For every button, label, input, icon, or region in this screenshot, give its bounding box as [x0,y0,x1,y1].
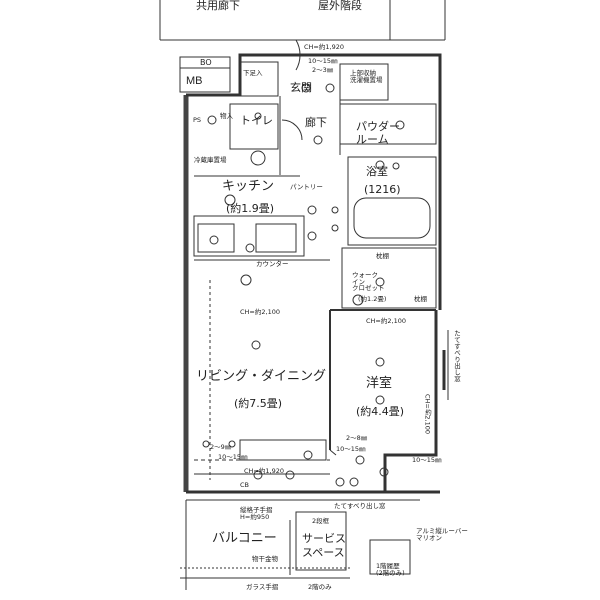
bathroom [347,156,437,246]
cb-label: CB [240,481,249,489]
outer-wall-top [186,53,442,310]
bath-label: 浴室 [366,165,388,178]
common-corridor-label: 共用廊下 [196,0,240,12]
ch-w-note: CH=約2,100 [366,317,406,325]
walk-in-label: ウォーク イン クロゼット [352,271,385,292]
powder-room [339,103,437,145]
w-step-note: 2～8㎜ [346,434,368,442]
ch-bottom-note: CH=約1,920 [244,467,284,475]
ld-step-note-2: 10～15㎜ [218,453,248,461]
service-space [295,511,347,571]
louver-note: アルミ縦ルーバー マリオン [416,527,468,542]
ch-ld-note: CH=約2,100 [240,308,280,316]
ld-window-step [239,439,327,461]
shelf-label-2: 枕棚 [414,295,427,303]
service-space-label: サービス スペース [302,532,346,559]
ps-label: PS [193,116,202,124]
living-label: リビング・ダイニング [196,369,327,384]
ch-w-note-2: CH=約2,100 [423,394,432,434]
fridge-label: 冷蔵庫置場 [194,156,227,164]
w-step-note-2: 10～15㎜ [336,445,366,453]
balcony-label: バルコニー [212,531,277,546]
bath-size-label: (1216) [364,183,401,196]
powder-room-label: パウダー ルーム [356,120,400,147]
mb-box [179,56,231,93]
shoe-box-area [239,61,279,97]
kitchen-size-label: (約1.9畳) [226,202,275,215]
living-size-label: (約7.5畳) [234,397,283,410]
step-top-note: 10～15㎜ [308,57,338,65]
western-label: 洋室 [366,376,393,391]
walk-in-closet [341,247,437,309]
outer-wall-right [383,310,438,492]
shoe-box-label: 下足入 [243,69,263,77]
step-top-note-2: 2～3㎜ [312,66,334,74]
toilet-room [229,103,279,150]
pantry-label: パントリー [290,183,323,191]
entrance-label: 玄関 [290,81,312,94]
western-size-label: (約4.4畳) [356,405,405,418]
mb-label: MB [186,75,203,87]
bathtub [353,197,431,239]
storage-bal-note: 物干金物 [252,555,278,563]
w-step-note-3: 10～15㎜ [412,456,442,464]
second-floor-note: 2階のみ [308,583,332,591]
ld-step-note: 2～9㎜ [210,443,232,451]
laundry-area [339,63,389,101]
kitchen-counter [193,215,305,257]
kitchen-label: キッチン [222,179,275,194]
shelf-label-1: 枕棚 [376,252,389,260]
storage-label: 物入 [220,112,233,120]
stairs-note: 1階履歴 (2階のみ) [376,562,405,577]
walk-in-size-label: (約1.2畳) [358,295,387,303]
window-bottom-note: たてすべり出し窓 [334,502,386,510]
railing-note: 縦格子手摺 H=約950 [240,506,273,521]
counter-label: カウンター [256,260,289,268]
ch-top-note: CH=約1,920 [304,43,344,51]
bo-label: BO [200,58,212,67]
window-side-note: たてすべり出し窓 [452,330,461,382]
laundry-label: 上部収納 洗濯機置場 [350,69,383,84]
glass-rail-note: ガラス手摺 [246,583,279,591]
balcony-outline [185,499,420,590]
outdoor-stairs-label: 屋外階段 [318,0,362,12]
toilet-label: トイレ [240,114,273,127]
hallway-label: 廊下 [305,116,327,129]
balcony-sill-label: 2段框 [312,517,330,525]
